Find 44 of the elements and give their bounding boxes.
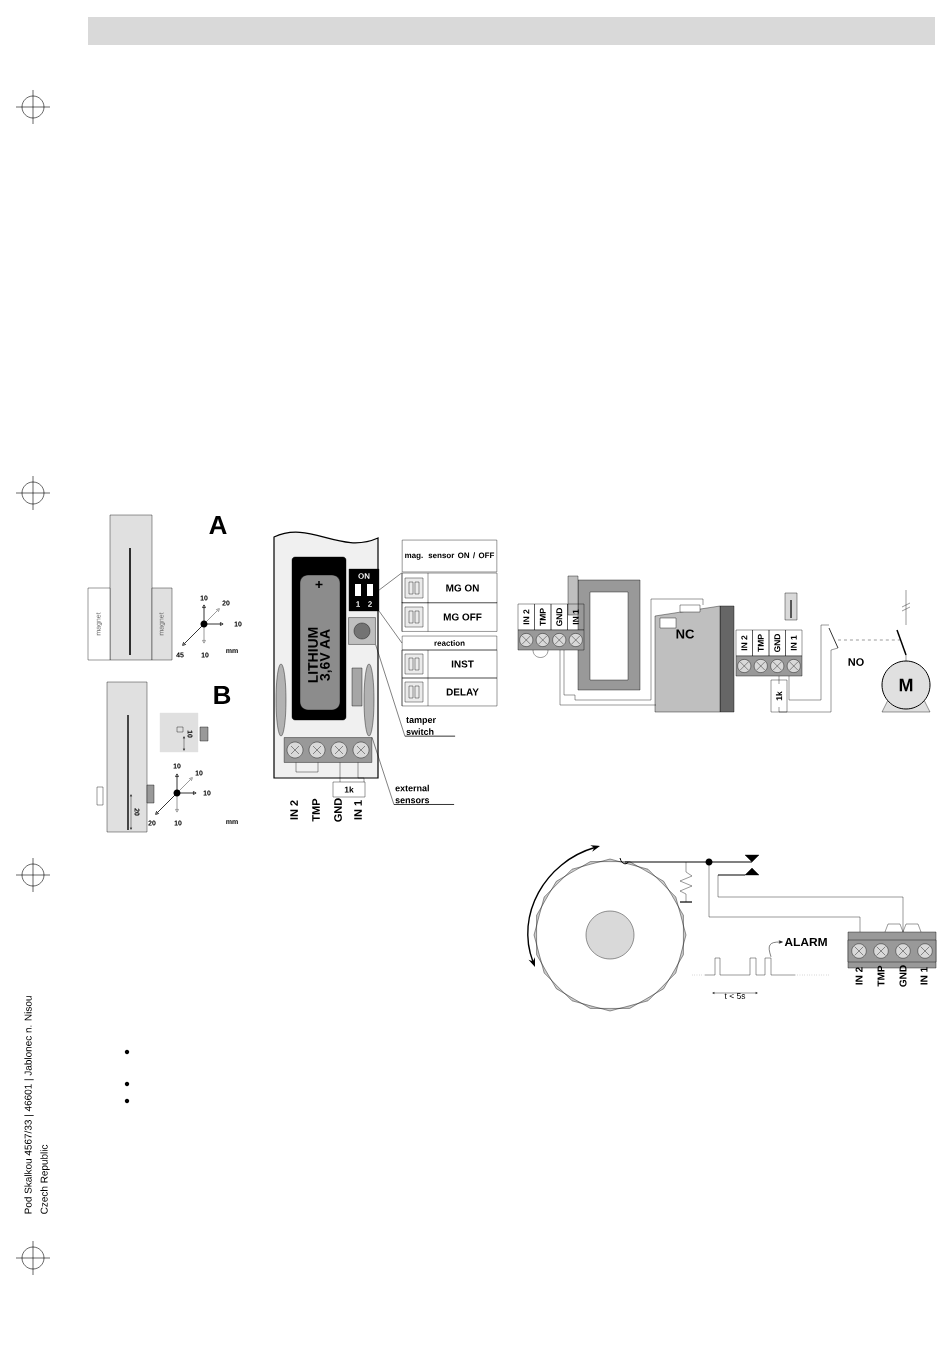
terminal-label: TMP: [539, 608, 546, 626]
table-row: MG ON: [401, 572, 498, 604]
motor-label: M: [899, 678, 913, 692]
terminal-label: IN 2: [741, 635, 748, 651]
panel-letter: A: [209, 516, 227, 534]
terminal-label: IN 2: [290, 800, 298, 820]
terminal-label: TMP: [877, 965, 885, 987]
contact-type-label: NC: [676, 629, 694, 639]
battery-label: LITHIUM 3,6V AA: [308, 627, 332, 683]
address-text: Czech Republic: [40, 1144, 50, 1214]
terminal-label: IN 1: [790, 635, 797, 651]
resistor-label: 1k: [775, 691, 783, 701]
address-text: Pod Skalkou 4567/33 | 46601 | Jablonec n. Nisou: [24, 996, 34, 1214]
dip-switch: [348, 568, 380, 612]
terminal-label: IN 2: [855, 967, 863, 985]
terminal-label: IN 1: [354, 800, 362, 820]
table-row: DELAY: [401, 677, 498, 707]
terminal-label: GND: [899, 965, 907, 987]
terminal-label: IN 1: [572, 609, 579, 625]
arrow: [768, 940, 783, 958]
panel-letter: B: [214, 686, 231, 704]
terminal-label: IN 2: [523, 609, 530, 625]
callout-label: tamper switch: [404, 717, 456, 737]
alarm-label: ALARM: [784, 937, 827, 947]
resistor-label: 1k: [344, 786, 354, 793]
terminal-label: TMP: [757, 634, 764, 652]
terminal-block: [283, 737, 373, 763]
terminal-label: IN 1: [920, 967, 928, 985]
tamper-button: [348, 617, 376, 645]
terminal-label: TMP: [312, 798, 320, 822]
terminal-label: GND: [334, 798, 342, 822]
leader-line: [378, 610, 403, 644]
leader-line: [378, 572, 403, 591]
contact-type-label: NO: [848, 658, 864, 666]
table-row: INST: [401, 649, 498, 679]
dimension-label: t < 5s: [724, 993, 746, 999]
callout-label: external sensors: [393, 784, 455, 805]
polarity-mark: +: [315, 580, 323, 588]
terminal-label: GND: [556, 607, 563, 627]
leader-line: [375, 644, 406, 737]
pulse-signal: [691, 957, 831, 976]
leader-line: [371, 737, 395, 805]
terminal-label: GND: [774, 633, 781, 653]
table-row: MG OFF: [401, 602, 498, 632]
